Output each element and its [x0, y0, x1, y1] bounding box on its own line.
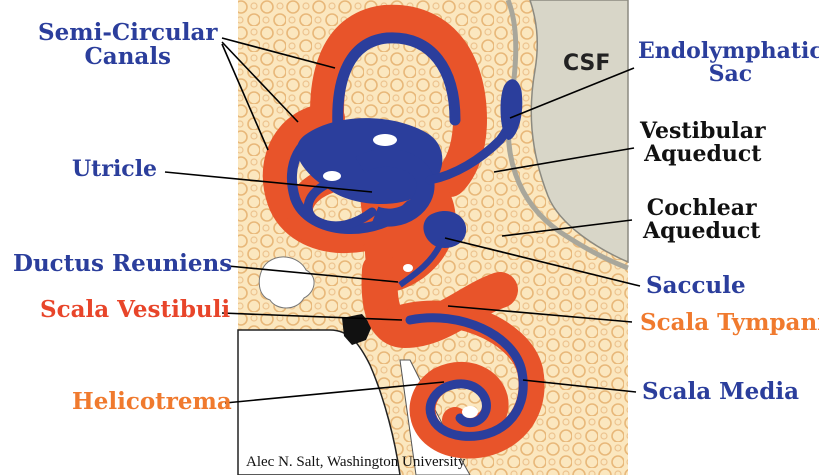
label-utricle: Utricle	[72, 158, 157, 181]
label-cochlear-aqueduct: Cochlear Aqueduct	[643, 197, 760, 243]
label-ductus-reuniens: Ductus Reuniens	[13, 252, 232, 276]
label-helicotrema: Helicotrema	[72, 390, 232, 414]
label-csf: CSF	[563, 52, 610, 75]
label-vestibular-aqueduct: Vestibular Aqueduct	[640, 120, 766, 166]
label-semicircular-canals: Semi-Circular Canals	[38, 21, 218, 69]
label-scala-tympani: Scala Tympani	[640, 311, 819, 335]
label-scala-media: Scala Media	[642, 380, 799, 404]
label-scala-vestibuli: Scala Vestibuli	[40, 298, 230, 322]
label-saccule: Saccule	[646, 274, 746, 298]
credit-text: Alec N. Salt, Washington University	[246, 455, 465, 471]
label-endolymphatic-sac: Endolymphatic Sac	[638, 40, 819, 86]
